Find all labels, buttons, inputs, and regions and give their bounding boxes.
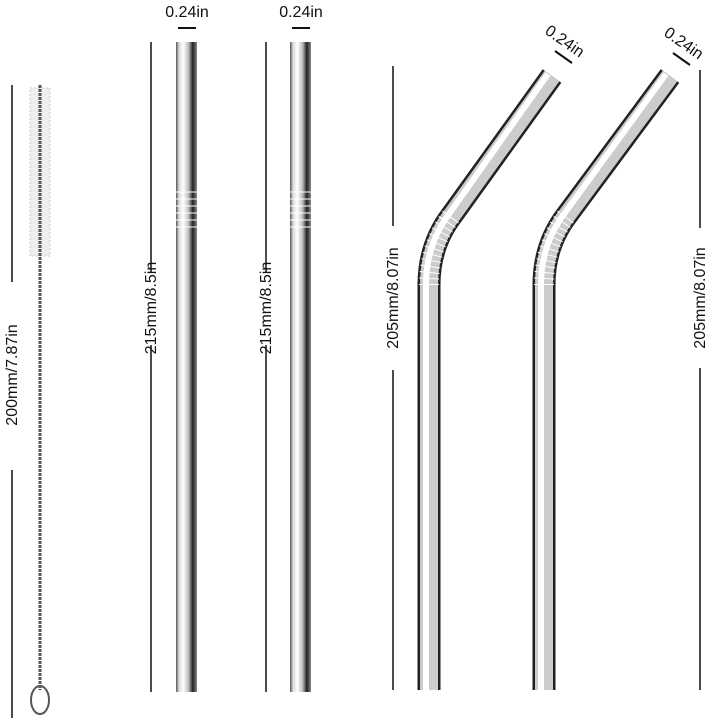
diameter-label-2: 0.24in	[279, 4, 323, 21]
diameter-label-1: 0.24in	[165, 4, 209, 21]
brush-length-label: 200mm/7.87in	[4, 324, 21, 425]
straw-body	[290, 42, 311, 692]
straight-length-label-2: 215mm/8.5in	[258, 262, 275, 355]
straight-straw-2: 215mm/8.5in 0.24in	[258, 4, 323, 692]
cleaning-brush: 200mm/7.87in	[4, 85, 51, 718]
bent-length-label-1: 205mm/8.07in	[385, 247, 402, 348]
bent-straw-1: 205mm/8.07in 0.24in	[385, 22, 587, 690]
diameter-label-3: 0.24in	[542, 22, 587, 61]
bent-straw-2: 205mm/8.07in 0.24in	[532, 24, 709, 690]
bent-length-label-2: 205mm/8.07in	[692, 247, 709, 348]
straight-length-label-1: 215mm/8.5in	[143, 262, 160, 355]
brush-loop	[30, 685, 50, 715]
straw-body	[176, 42, 197, 692]
straight-straw-1: 215mm/8.5in 0.24in	[143, 4, 209, 692]
diameter-label-4: 0.24in	[661, 24, 706, 63]
